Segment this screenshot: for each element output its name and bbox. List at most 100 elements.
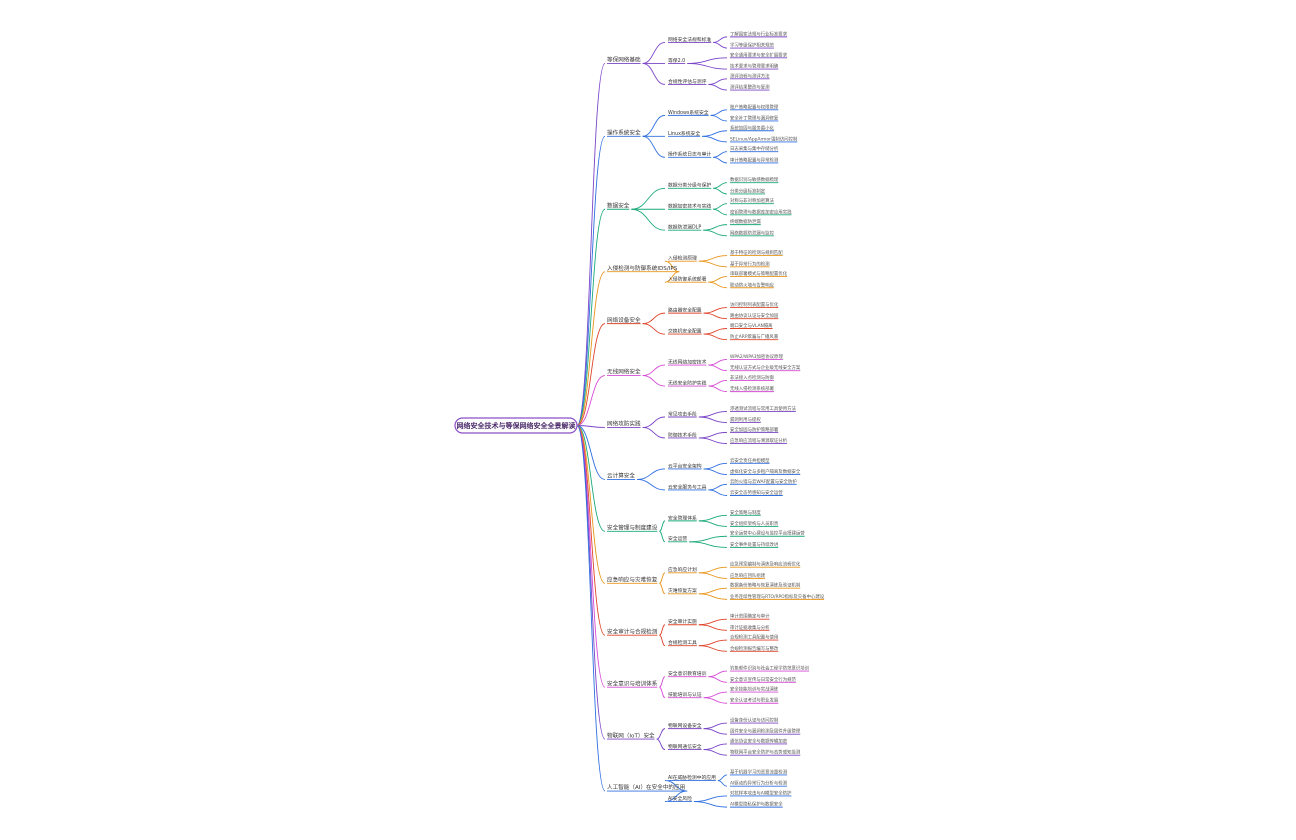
leaf-node[interactable]: 应急预案编制与演练及响应流程优化 [730, 561, 801, 568]
leaf-node[interactable]: 日志采集与集中存储分析 [730, 145, 779, 152]
leaf-node[interactable]: 终端数据防泄漏 [730, 218, 761, 225]
subtopic-node[interactable]: 云安全服务与工具 [668, 483, 707, 490]
subtopic-node[interactable]: Linux系统安全 [668, 130, 700, 137]
topic-node[interactable]: 等保网络基础 [607, 56, 641, 64]
leaf-node[interactable]: AI驱动的异常行为分析与检测 [730, 780, 788, 787]
topic-node[interactable]: 数据安全 [607, 201, 630, 209]
topic-node[interactable]: 人工智能（AI）在安全中的应用 [607, 783, 685, 791]
leaf-node[interactable]: 云安全责任共担模型 [730, 457, 770, 464]
subtopic-node[interactable]: 安全审计实施 [668, 618, 697, 625]
leaf-node[interactable]: 合规检测报告编写与整改 [730, 645, 779, 652]
leaf-node[interactable]: 安全通用要求与安全扩展要求 [730, 51, 788, 58]
subtopic-node[interactable]: 常见攻击手段 [668, 410, 697, 417]
subtopic-node[interactable]: Windows系统安全 [668, 109, 709, 116]
leaf-node[interactable]: 业务连续性管理与RTO/RPO指标及灾备中心建设 [730, 593, 825, 600]
subtopic-node[interactable]: 安全运营 [668, 535, 687, 542]
leaf-node[interactable]: 技术要求与管理要求明确 [730, 63, 779, 70]
subtopic-node[interactable]: 等保2.0 [668, 57, 685, 64]
subtopic-node[interactable]: 物联网设备安全 [668, 722, 702, 729]
leaf-node[interactable]: 审计证据收集与分析 [730, 624, 770, 631]
leaf-node[interactable]: 合规检测工具配置与使用 [730, 634, 778, 641]
leaf-node[interactable]: 无线入侵检测系统部署 [730, 385, 775, 392]
leaf-node[interactable]: WPA2/WPA3加密协议原理 [730, 353, 783, 360]
subtopic-node[interactable]: 灾难恢复方案 [668, 587, 697, 594]
leaf-node[interactable]: 固件安全与漏洞检测及固件升级管理 [730, 728, 801, 735]
leaf-node[interactable]: 安全事件处置与持续改进 [730, 541, 779, 548]
leaf-node[interactable]: 安全补丁管理与漏洞修复 [730, 114, 779, 121]
leaf-node[interactable]: 渗透测试流程与常用工具使用方法 [730, 405, 796, 412]
subtopic-node[interactable]: 应急响应计划 [668, 566, 697, 573]
topic-node[interactable]: 无线网络安全 [607, 368, 641, 376]
subtopic-node[interactable]: 入侵防御系统部署 [668, 276, 707, 283]
leaf-node[interactable]: 安全认证考试与职业发展 [730, 697, 779, 704]
topic-node[interactable]: 物联网（IoT）安全 [607, 731, 655, 739]
subtopic-node[interactable]: 操作系统日志与审计 [668, 151, 711, 158]
leaf-node[interactable]: 系统加固与服务最小化 [730, 124, 775, 131]
subtopic-node[interactable]: 数据加密技术与实践 [668, 203, 711, 210]
root-node[interactable]: 网络安全技术与等保网络安全全景解读 [454, 417, 578, 434]
topic-node[interactable]: 安全审计与合规检测 [607, 627, 658, 635]
leaf-node[interactable]: SELinux/AppArmor强制访问控制 [730, 135, 798, 142]
subtopic-node[interactable]: 安全管理体系 [668, 514, 697, 521]
leaf-node[interactable]: 通信协议安全与数据传输加密 [730, 737, 788, 744]
leaf-node[interactable]: 学习等级保护相关规范 [730, 42, 775, 49]
subtopic-node[interactable]: 云平台安全架构 [668, 462, 702, 469]
leaf-node[interactable]: 联动防火墙与告警响应 [730, 281, 775, 288]
leaf-node[interactable]: 密钥管理与数据库加密应用实践 [730, 208, 792, 215]
leaf-node[interactable]: 网络数据防泄漏与监控 [730, 229, 775, 236]
leaf-node[interactable]: 物联网平台安全防护与态势感知监测 [730, 749, 801, 756]
topic-node[interactable]: 网络攻防实践 [607, 420, 641, 428]
leaf-node[interactable]: 串联部署模式与策略配置优化 [730, 270, 788, 277]
leaf-node[interactable]: 了解国家法规与行业标准要求 [730, 30, 788, 37]
topic-node[interactable]: 安全管理与制度建设 [607, 524, 658, 532]
subtopic-node[interactable]: 数据防泄漏DLP [668, 224, 701, 231]
topic-node[interactable]: 操作系统安全 [607, 129, 641, 137]
leaf-node[interactable]: 审计策略配置与异常检测 [730, 156, 779, 163]
topic-node[interactable]: 应急响应与灾难恢复 [607, 575, 658, 583]
subtopic-node[interactable]: 交换机安全配置 [668, 327, 702, 334]
leaf-node[interactable]: 非法接入点检测与防御 [730, 374, 775, 381]
leaf-node[interactable]: 对称与非对称加密算法 [730, 197, 775, 204]
leaf-node[interactable]: 防止ARP欺骗与广播风暴 [730, 333, 779, 340]
subtopic-node[interactable]: 无线网络加密技术 [668, 358, 707, 365]
leaf-node[interactable]: 测评结果整改与复测 [730, 84, 770, 91]
subtopic-node[interactable]: 数据分类分级与保护 [668, 182, 711, 189]
leaf-node[interactable]: 对抗样本攻击与AI模型安全防护 [730, 789, 792, 796]
leaf-node[interactable]: 设备身份认证与访问控制 [730, 717, 779, 724]
topic-node[interactable]: 网络设备安全 [607, 316, 641, 324]
leaf-node[interactable]: 安全技能培训与实战演练 [730, 686, 779, 693]
subtopic-node[interactable]: 安全意识教育培训 [668, 670, 707, 677]
topic-node[interactable]: 入侵检测与防御系统IDS/IPS [607, 264, 678, 272]
leaf-node[interactable]: 基于异常行为的检测 [730, 260, 770, 267]
subtopic-node[interactable]: 入侵检测原理 [668, 255, 697, 262]
subtopic-node[interactable]: AI安全风险 [668, 795, 692, 802]
leaf-node[interactable]: 安全运营中心建设与监控平台搭建运营 [730, 530, 805, 537]
leaf-node[interactable]: 安全组织架构与人员职责 [730, 520, 779, 527]
leaf-node[interactable]: 漏洞利用与提权 [730, 416, 761, 423]
leaf-node[interactable]: 钓鱼邮件识别与社会工程学防范意识培训 [730, 665, 810, 672]
leaf-node[interactable]: 测评流程与测评方法 [730, 72, 770, 79]
leaf-node[interactable]: 审计范围确定与审计 [730, 613, 770, 620]
leaf-node[interactable]: 无线认证方式与企业级无线安全方案 [730, 364, 801, 371]
leaf-node[interactable]: 分类分级标准制定 [730, 187, 766, 194]
topic-node[interactable]: 云计算安全 [607, 472, 635, 480]
leaf-node[interactable]: 路由协议认证与安全加固 [730, 312, 779, 319]
leaf-node[interactable]: AI模型隐私保护与数据安全 [730, 801, 783, 808]
leaf-node[interactable]: 账户策略配置与权限管理 [730, 103, 779, 110]
subtopic-node[interactable]: 合规性评估与测评 [668, 78, 707, 85]
leaf-node[interactable]: 安全加固与防护策略部署 [730, 426, 779, 433]
leaf-node[interactable]: 应急响应团队组建 [730, 572, 766, 579]
leaf-node[interactable]: 云安全态势感知与安全运营 [730, 489, 783, 496]
leaf-node[interactable]: 虚拟化安全与多租户隔离及数据安全 [730, 468, 801, 475]
subtopic-node[interactable]: 无线安全防护实践 [668, 379, 707, 386]
leaf-node[interactable]: 安全意识宣传与日常安全行为规范 [730, 676, 796, 683]
leaf-node[interactable]: 数据备份策略与恢复演练及验证机制 [730, 582, 801, 589]
subtopic-node[interactable]: AI在威胁检测中的应用 [668, 774, 716, 781]
subtopic-node[interactable]: 网络安全法规和标准 [668, 36, 711, 43]
leaf-node[interactable]: 数据识别与敏感数据梳理 [730, 176, 779, 183]
subtopic-node[interactable]: 合规检测工具 [668, 639, 697, 646]
leaf-node[interactable]: 云防火墙与云WAF配置与安全防护 [730, 478, 797, 485]
subtopic-node[interactable]: 路由器安全配置 [668, 307, 702, 314]
leaf-node[interactable]: 基于机器学习的恶意流量检测 [730, 768, 788, 775]
subtopic-node[interactable]: 技能培训与认证 [668, 691, 702, 698]
